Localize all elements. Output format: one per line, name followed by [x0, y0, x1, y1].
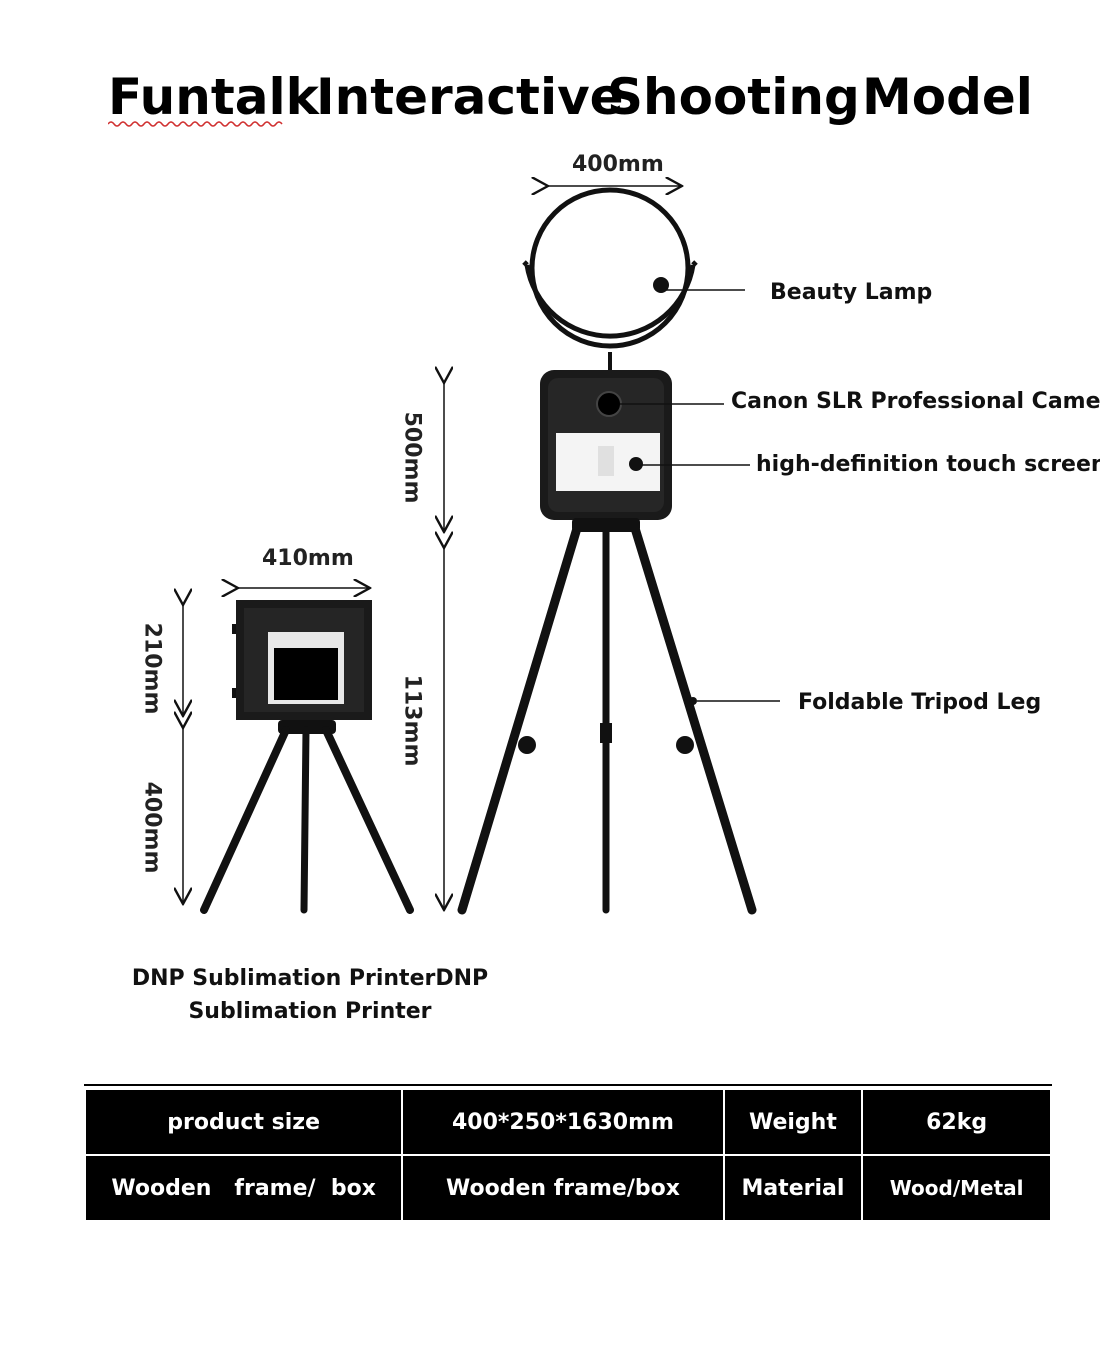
table-cell: product size — [86, 1090, 402, 1154]
booth-head — [540, 370, 672, 520]
spec-table: product size 400*250*1630mm Weight 62kg … — [84, 1088, 1052, 1222]
table-cell: 62kg — [863, 1090, 1050, 1154]
title-word-4: Model — [862, 68, 1033, 126]
beauty-lamp-label: Beauty Lamp — [770, 280, 933, 305]
lamp-width-label: 400mm — [572, 152, 664, 177]
head-height-label: 500mm — [399, 411, 425, 504]
printer-stand-height-label: 400mm — [139, 781, 165, 874]
table-row: Wooden frame/ box Wooden frame/box Mater… — [86, 1156, 1050, 1220]
printer-caption: DNP Sublimation PrinterDNP Sublimation P… — [120, 962, 500, 1028]
printer-caption-line-2: Sublimation Printer — [188, 999, 432, 1024]
stand-height-label: 113mm — [399, 674, 425, 767]
touch-screen-label: high-definition touch screen — [756, 452, 1100, 477]
printer-height-label: 210mm — [139, 622, 165, 715]
table-row: product size 400*250*1630mm Weight 62kg — [86, 1090, 1050, 1154]
title-word-1: Funtalk — [108, 68, 319, 126]
page-title: Funtalk Interactive Shooting Model — [0, 62, 1100, 132]
table-cell: 400*250*1630mm — [403, 1090, 723, 1154]
printer-caption-line-1: DNP Sublimation PrinterDNP — [131, 966, 489, 991]
table-cell: Weight — [724, 1090, 862, 1154]
table-cell: Material — [724, 1156, 862, 1220]
table-cell: Wooden frame/ box — [86, 1156, 402, 1220]
printer-width-label: 410mm — [262, 546, 354, 571]
title-word-2: Interactive — [316, 68, 624, 126]
printer-tripod — [200, 720, 414, 914]
title-word-3: Shooting — [607, 68, 860, 126]
table-cell: Wooden frame/box — [403, 1156, 723, 1220]
table-cell: Wood/Metal — [863, 1156, 1050, 1220]
table-top-rule — [84, 1084, 1052, 1086]
beauty-lamp — [522, 187, 698, 370]
printer-box — [232, 600, 372, 720]
tripod-leg-label: Foldable Tripod Leg — [798, 690, 1042, 715]
spellcheck-underline — [108, 121, 283, 127]
camera-lens-icon — [596, 391, 622, 417]
camera-label: Canon SLR Professional Camera — [731, 389, 1100, 414]
booth-tripod — [457, 518, 757, 915]
